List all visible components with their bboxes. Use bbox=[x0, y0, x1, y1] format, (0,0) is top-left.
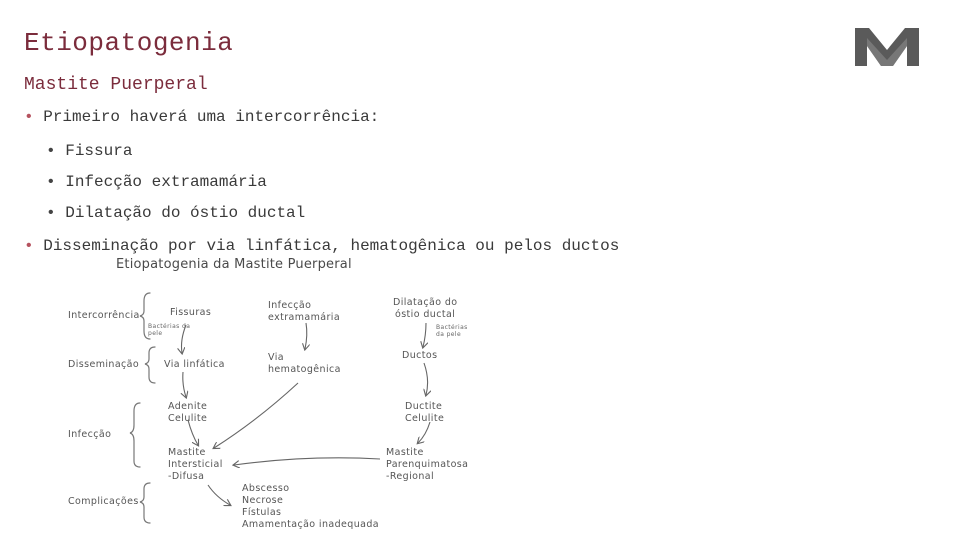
node-dilatacao-1: Dilatação do bbox=[393, 297, 458, 308]
bullet-item: • Primeiro haverá uma intercorrência: bbox=[24, 108, 379, 126]
node-infeccao-extramamaria-1: Infecção bbox=[268, 300, 312, 311]
sub-bullet-text: Fissura bbox=[65, 142, 133, 160]
arrow-intersticial-complicacoes bbox=[207, 484, 230, 505]
node-mastite-parenquimatosa-1: Mastite bbox=[386, 447, 424, 458]
sub-bullet-text: Dilatação do óstio ductal bbox=[65, 204, 306, 222]
node-via-linfatica: Via linfática bbox=[164, 359, 225, 370]
node-adenite-1: Adenite bbox=[168, 401, 208, 412]
bullet-dot: • bbox=[24, 237, 34, 255]
sub-bullet-item: • Fissura bbox=[46, 142, 132, 160]
row-label-disseminacao: Disseminação bbox=[68, 359, 140, 370]
arrow-ductos-ductite bbox=[424, 362, 428, 395]
bullet-dot: • bbox=[46, 204, 56, 222]
node-mastite-intersticial-1: Mastite bbox=[168, 447, 206, 458]
bullet-dot: • bbox=[46, 173, 56, 191]
node-infeccao-extramamaria-2: extramamária bbox=[268, 312, 341, 323]
bullet-item: • Disseminação por via linfática, hemato… bbox=[24, 236, 644, 257]
node-mastite-parenquimatosa-3: -Regional bbox=[386, 471, 435, 482]
bullet-text: Disseminação por via linfática, hematogê… bbox=[43, 237, 620, 255]
bullet-text: Primeiro haverá uma intercorrência: bbox=[43, 108, 380, 126]
page-subtitle: Mastite Puerperal bbox=[24, 75, 208, 95]
node-fissuras: Fissuras bbox=[170, 307, 212, 318]
bullet-dot: • bbox=[24, 108, 34, 126]
arrow-infeccao-hemato bbox=[305, 322, 307, 349]
node-complicacao-necrose: Necrose bbox=[242, 495, 284, 506]
brace-intercorrencia bbox=[139, 292, 151, 340]
sub-bullet-item: • Dilatação do óstio ductal bbox=[46, 204, 305, 222]
node-ductos: Ductos bbox=[402, 350, 438, 361]
brace-complicacoes bbox=[139, 482, 151, 524]
node-mastite-parenquimatosa-2: Parenquimatosa bbox=[386, 459, 469, 470]
bullet-dot: • bbox=[46, 142, 56, 160]
node-complicacao-amamentacao: Amamentação inadequada bbox=[242, 519, 379, 530]
node-ductite-2: Celulite bbox=[405, 413, 445, 424]
m-logo-icon bbox=[855, 28, 919, 66]
sub-bullet-item: • Infecção extramamária bbox=[46, 173, 267, 191]
diagram-title: Etiopatogenia da Mastite Puerperal bbox=[116, 257, 352, 272]
node-mastite-intersticial-3: -Difusa bbox=[168, 471, 205, 482]
page-title: Etiopatogenia bbox=[24, 28, 234, 58]
node-bacterias-pele-right-2: da pele bbox=[436, 331, 462, 338]
row-label-intercorrencia: Intercorrência bbox=[68, 310, 140, 321]
node-dilatacao-2: óstio ductal bbox=[395, 309, 456, 320]
node-via-hematogenica-1: Via bbox=[268, 352, 284, 363]
arrow-adenite-mastite bbox=[187, 419, 198, 445]
arrow-dilatacao-ductos bbox=[423, 322, 426, 347]
arrow-ductite-parenquimatosa bbox=[418, 421, 431, 443]
brace-infeccao bbox=[129, 402, 141, 468]
node-bacterias-pele-left-1: Bactérias da bbox=[148, 323, 191, 330]
row-label-complicacoes: Complicações bbox=[68, 496, 139, 507]
sub-bullet-text: Infecção extramamária bbox=[65, 173, 267, 191]
node-complicacao-fistulas: Fístulas bbox=[242, 507, 282, 518]
node-mastite-intersticial-2: Intersticial bbox=[168, 459, 223, 470]
arrow-parenquimatosa-intersticial bbox=[234, 457, 381, 465]
brace-disseminacao bbox=[144, 346, 156, 384]
arrow-hemato-mastite bbox=[214, 382, 299, 448]
diagram-lines bbox=[129, 292, 478, 524]
node-bacterias-pele-left-2: pele bbox=[148, 330, 163, 337]
node-adenite-2: Celulite bbox=[168, 413, 208, 424]
node-bacterias-pele-right-1: Bactérias bbox=[436, 324, 468, 331]
node-complicacao-abscesso: Abscesso bbox=[242, 483, 290, 494]
arrow-linfatica-adenite bbox=[183, 371, 186, 397]
node-ductite-1: Ductite bbox=[405, 401, 443, 412]
arrow-fissuras-linfatica bbox=[182, 324, 187, 353]
etiopathogenesis-diagram: Etiopatogenia da Mastite Puerperal Inter… bbox=[58, 255, 478, 535]
row-label-infeccao: Infecção bbox=[68, 429, 112, 440]
node-via-hematogenica-2: hematogênica bbox=[268, 364, 341, 375]
